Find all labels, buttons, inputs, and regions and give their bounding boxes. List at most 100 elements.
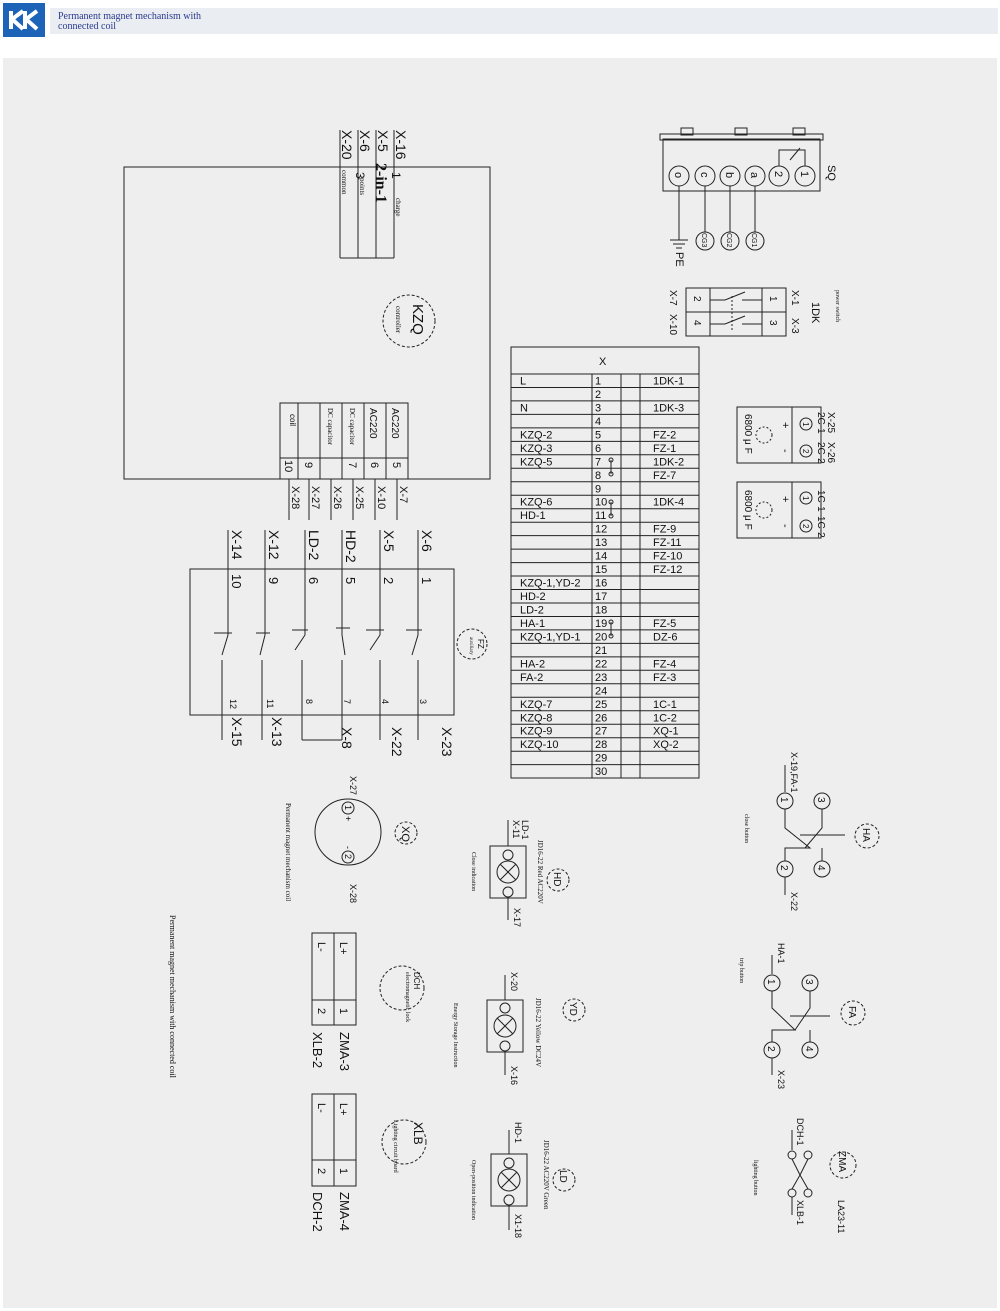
ld-note: Open-position indication	[470, 1160, 476, 1220]
xq-term-1: X-27	[348, 776, 358, 795]
table-cell-left: KZQ-6	[520, 497, 552, 509]
capacitor-2c	[736, 406, 822, 464]
yd-spec: JD16-22 Yellow DC24V	[534, 998, 542, 1067]
table-cell-left: KZQ-3	[520, 443, 552, 455]
cap2-circle-1: 1	[801, 422, 810, 427]
table-cell-num: 24	[595, 685, 607, 697]
table-cell-num: 8	[595, 470, 601, 482]
xlb-board-box	[311, 1093, 427, 1187]
cap2-sign-minus: -	[779, 449, 791, 453]
dk-name: 1DK	[809, 302, 821, 324]
table-cell-num: 18	[595, 605, 607, 617]
terminal-table	[510, 346, 700, 779]
cap2-circle-2: 2	[801, 449, 810, 454]
kzq-name: KZQ	[409, 304, 426, 335]
kzq-bottom-terminals: X-7 X-10 X-25 X-26 X-27 X-28	[289, 486, 409, 509]
table-cell-num: 12	[595, 524, 607, 536]
fz-pin-5: 5	[343, 577, 358, 584]
fz-term-5: X-12	[266, 530, 282, 560]
table-cell-left: HD-1	[520, 510, 546, 522]
kzq-pin-1: 1	[389, 172, 403, 179]
kzq-b-term-6: X-28	[289, 486, 301, 509]
dch-right: ZMA-3	[337, 1032, 352, 1071]
fa-pin-1: 1	[765, 979, 776, 985]
hd-spec: JD16-22 Red AC220V	[536, 840, 544, 904]
fa-pin-4: 4	[803, 1046, 814, 1052]
cap1-value: 6800 μ F	[742, 490, 753, 530]
fz-bottom-labels: 3 4 7 8 11 12 X-23 X-22 X-8 X-13 X-15	[228, 699, 455, 757]
sq-circle-c: c	[698, 172, 710, 178]
sq-circle-o: o	[672, 172, 684, 178]
kzq-pin-2in1: 2-in-1	[372, 163, 389, 203]
sq-cg2: CG2	[725, 233, 732, 248]
table-cell-right: XQ-2	[653, 739, 679, 751]
dk-pin-1: 1	[767, 296, 778, 302]
yd-top: X-20	[509, 972, 519, 991]
wiring-diagram-panel: X-16 X-5 X-6 X-20 1 2-in-1 3 charge poin…	[3, 58, 997, 1308]
cap1-circle-1: 1	[801, 496, 810, 501]
table-cell-num: 7	[595, 456, 601, 468]
table-cell-right: FZ-10	[653, 551, 682, 563]
ha-labels: X-19,FA-1 X-22 1 3 2 4 HA close button	[743, 752, 871, 911]
dch-lock-box	[311, 932, 425, 1026]
kzq-b-label-1: AC220	[389, 408, 400, 439]
zma-bottom: XLB-1	[795, 1200, 805, 1225]
kzq-pin-3: 3	[353, 172, 367, 179]
dk-term-x3: X-3	[789, 318, 800, 334]
cap2-term-2: X-26	[825, 442, 836, 464]
fz-bterm-4: X-13	[269, 717, 285, 747]
xq-note: Permanent magnet mechanism coil	[284, 803, 292, 901]
cap2-pin-1: 2C-1	[815, 412, 826, 434]
hd-top: LD-1	[520, 820, 530, 840]
kzq-b-pin-5: 10	[282, 460, 294, 472]
capacitor-1c	[736, 481, 822, 539]
fz-term-1: X-6	[419, 530, 435, 552]
table-title: X	[599, 356, 607, 368]
fz-bpin-11: 11	[265, 699, 275, 708]
lamp-hd-labels: LD-1 X-11 X-17 JD16-22 Red AC220V Close …	[470, 820, 562, 927]
table-cell-num: 25	[595, 699, 607, 711]
table-cell-left: HA-2	[520, 658, 545, 670]
kzq-b-pin-4: 9	[302, 462, 314, 468]
dk-labels: X-1 X-3 X-7 X-10 1 3 2 4 1DK power switc…	[667, 290, 840, 336]
page-title: Permanent magnet mechanism with connecte…	[58, 11, 202, 32]
zma-name: ZMA	[836, 1151, 847, 1172]
header-bar	[50, 8, 998, 34]
dk-note: power switch	[834, 290, 840, 322]
fz-bterm-2: X-22	[389, 727, 405, 757]
ld-bottom: X1-18	[513, 1214, 523, 1238]
ha-pin-1: 1	[778, 797, 789, 803]
ha-note: close button	[743, 814, 749, 843]
table-cell-num: 11	[595, 510, 606, 522]
fz-bpin-3: 3	[418, 699, 428, 704]
fa-pin-2: 2	[765, 1046, 776, 1052]
cap1-sign-plus: +	[779, 496, 791, 502]
kzq-term-1: X-16	[393, 130, 409, 160]
table-cell-right: DZ-6	[653, 631, 677, 643]
kzq-b-label-2: AC220	[367, 408, 378, 439]
dk-pin-3: 3	[767, 320, 778, 326]
table-cell-right: 1DK-1	[653, 376, 684, 388]
sq-circle-b: b	[723, 172, 735, 178]
table-cell-num: 14	[595, 551, 607, 563]
fz-auxiliary-switch	[189, 530, 488, 741]
lamp-ld-labels: HD-1 X1-18 JD16-22 AC220V Green Open-pos…	[470, 1122, 568, 1238]
ld-spec: JD16-22 AC220V Green	[542, 1140, 550, 1210]
sq-circle-a: a	[748, 172, 760, 179]
table-cell-num: 4	[595, 416, 601, 428]
dk-power-switch	[685, 287, 787, 337]
kzq-b-label-5: coil	[288, 414, 297, 426]
table-cell-num: 28	[595, 739, 607, 751]
fz-bpin-12: 12	[228, 699, 238, 709]
kzq-term-2: X-5	[375, 130, 391, 152]
table-cell-num: 16	[595, 578, 607, 590]
table-cell-num: 17	[595, 591, 607, 603]
xlb-bottom: DCH-2	[310, 1192, 325, 1232]
table-cell-num: 2	[595, 389, 601, 401]
xq-coil	[314, 798, 418, 866]
xq-pin-2: 2	[343, 854, 353, 859]
table-cell-num: 1	[595, 376, 601, 388]
table-cell-right: FZ-9	[653, 524, 676, 536]
lamp-ld	[490, 1130, 576, 1230]
kzq-note-points: points	[358, 178, 366, 195]
